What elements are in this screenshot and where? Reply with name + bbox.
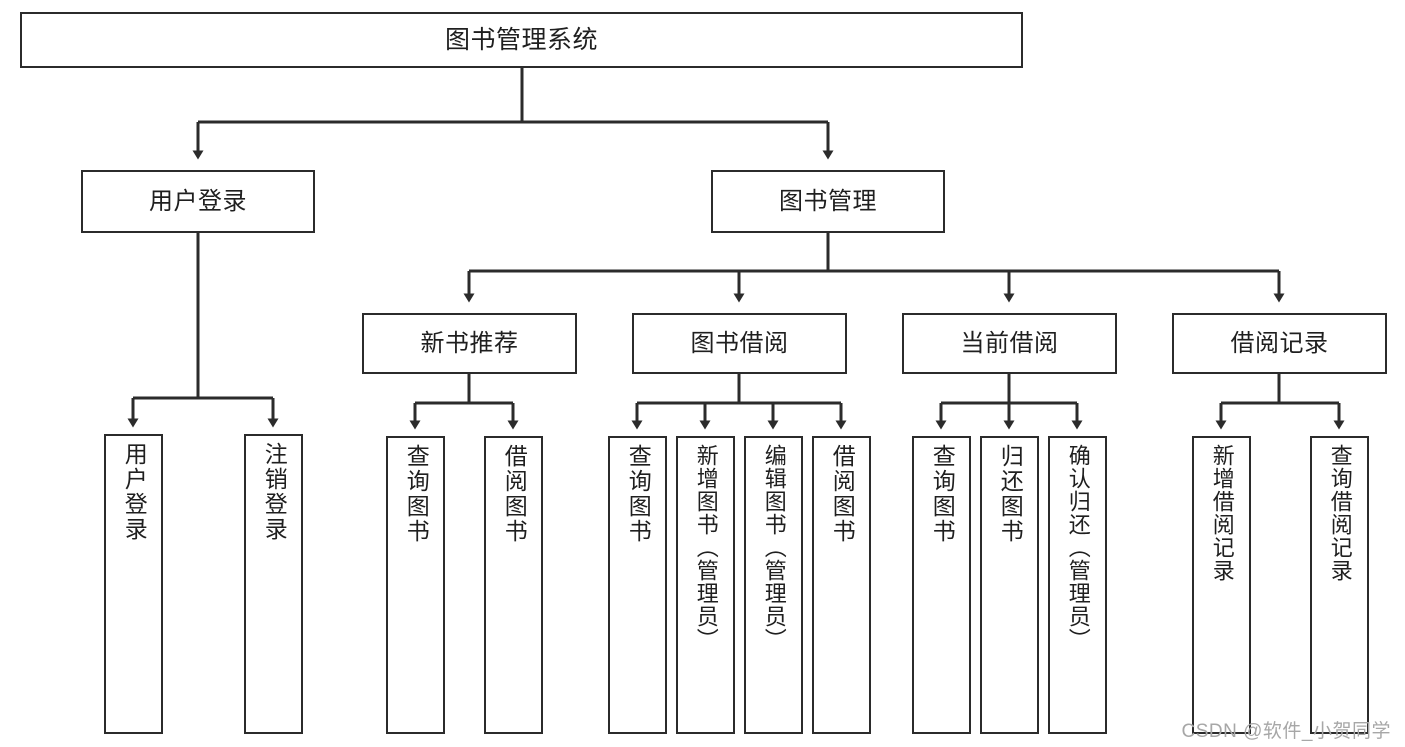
node-label: 注销登录	[261, 442, 288, 542]
node-label: 用户登录	[149, 187, 247, 215]
leaf-borrow-query-book[interactable]: 查询图书	[608, 436, 667, 734]
node-label: 查询图书	[625, 444, 652, 544]
node-label: 借阅记录	[1230, 329, 1329, 357]
node-book-borrow[interactable]: 图书借阅	[632, 313, 847, 374]
leaf-recommend-query-book[interactable]: 查询图书	[386, 436, 445, 734]
node-label: 查询借阅记录	[1327, 444, 1353, 582]
node-label: 归还图书	[997, 444, 1024, 544]
leaf-user-login-logout[interactable]: 注销登录	[244, 434, 303, 734]
node-label: 编辑图书（管理员）	[761, 444, 787, 651]
node-new-book-recommend[interactable]: 新书推荐	[362, 313, 577, 374]
leaf-current-return-book[interactable]: 归还图书	[980, 436, 1039, 734]
node-label: 用户登录	[121, 442, 148, 542]
node-label: 新增图书（管理员）	[693, 444, 719, 651]
leaf-borrow-borrow-book[interactable]: 借阅图书	[812, 436, 871, 734]
leaf-recommend-borrow-book[interactable]: 借阅图书	[484, 436, 543, 734]
leaf-borrow-edit-book-admin[interactable]: 编辑图书（管理员）	[744, 436, 803, 734]
node-label: 借阅图书	[501, 444, 528, 544]
leaf-borrow-add-book-admin[interactable]: 新增图书（管理员）	[676, 436, 735, 734]
node-root-book-management-system[interactable]: 图书管理系统	[20, 12, 1023, 68]
node-label: 图书管理系统	[444, 25, 598, 54]
node-label: 查询图书	[403, 444, 430, 544]
node-user-login[interactable]: 用户登录	[81, 170, 315, 233]
leaf-records-add-record[interactable]: 新增借阅记录	[1192, 436, 1251, 734]
node-borrow-records[interactable]: 借阅记录	[1172, 313, 1387, 374]
node-label: 新增借阅记录	[1209, 444, 1235, 582]
node-label: 图书借阅	[690, 329, 789, 357]
node-label: 确认归还（管理员）	[1065, 444, 1091, 651]
node-label: 新书推荐	[420, 329, 519, 357]
node-label: 图书管理	[779, 187, 877, 215]
node-label: 借阅图书	[829, 444, 856, 544]
node-label: 查询图书	[929, 444, 956, 544]
node-label: 当前借阅	[960, 329, 1059, 357]
leaf-records-query-record[interactable]: 查询借阅记录	[1310, 436, 1369, 734]
node-current-borrow[interactable]: 当前借阅	[902, 313, 1117, 374]
leaf-user-login-login[interactable]: 用户登录	[104, 434, 163, 734]
leaf-current-confirm-return-admin[interactable]: 确认归还（管理员）	[1048, 436, 1107, 734]
node-book-management[interactable]: 图书管理	[711, 170, 945, 233]
leaf-current-query-book[interactable]: 查询图书	[912, 436, 971, 734]
watermark-text: CSDN @软件_小贺同学	[1181, 721, 1391, 742]
